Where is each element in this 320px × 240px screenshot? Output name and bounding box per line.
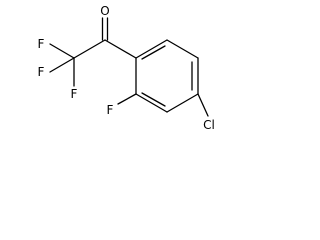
atom-fluorine-cf3-top: F bbox=[38, 37, 45, 51]
structure-canvas: O F F F F Cl bbox=[0, 0, 226, 138]
bond-ring-c2-c3 bbox=[135, 93, 168, 113]
bond-ring-inner-c1-c6 bbox=[141, 45, 166, 60]
atom-fluorine-ring: F bbox=[107, 103, 114, 117]
atom-fluorine-cf3-bottom: F bbox=[71, 87, 78, 101]
atom-oxygen: O bbox=[100, 4, 109, 18]
bond-ring-c6-c1 bbox=[135, 39, 168, 59]
atom-fluorine-cf3-left: F bbox=[38, 65, 45, 79]
chemical-structure-diagram: O F F F F Cl bbox=[35, 3, 218, 132]
bond-carbonyl-ring bbox=[104, 39, 137, 59]
bond-ring-c3-c4 bbox=[166, 93, 199, 113]
bond-cf3-f-left bbox=[49, 57, 75, 73]
bond-ring-inner-c2-c3 bbox=[141, 92, 166, 107]
bond-ring-cl bbox=[197, 93, 209, 117]
bond-carbonyl-cf3 bbox=[73, 39, 106, 59]
bond-ring-f bbox=[117, 93, 137, 105]
bond-cf3-f-top bbox=[49, 43, 75, 59]
atom-chlorine: Cl bbox=[203, 118, 215, 132]
bond-ring-c5-c6 bbox=[166, 39, 199, 59]
